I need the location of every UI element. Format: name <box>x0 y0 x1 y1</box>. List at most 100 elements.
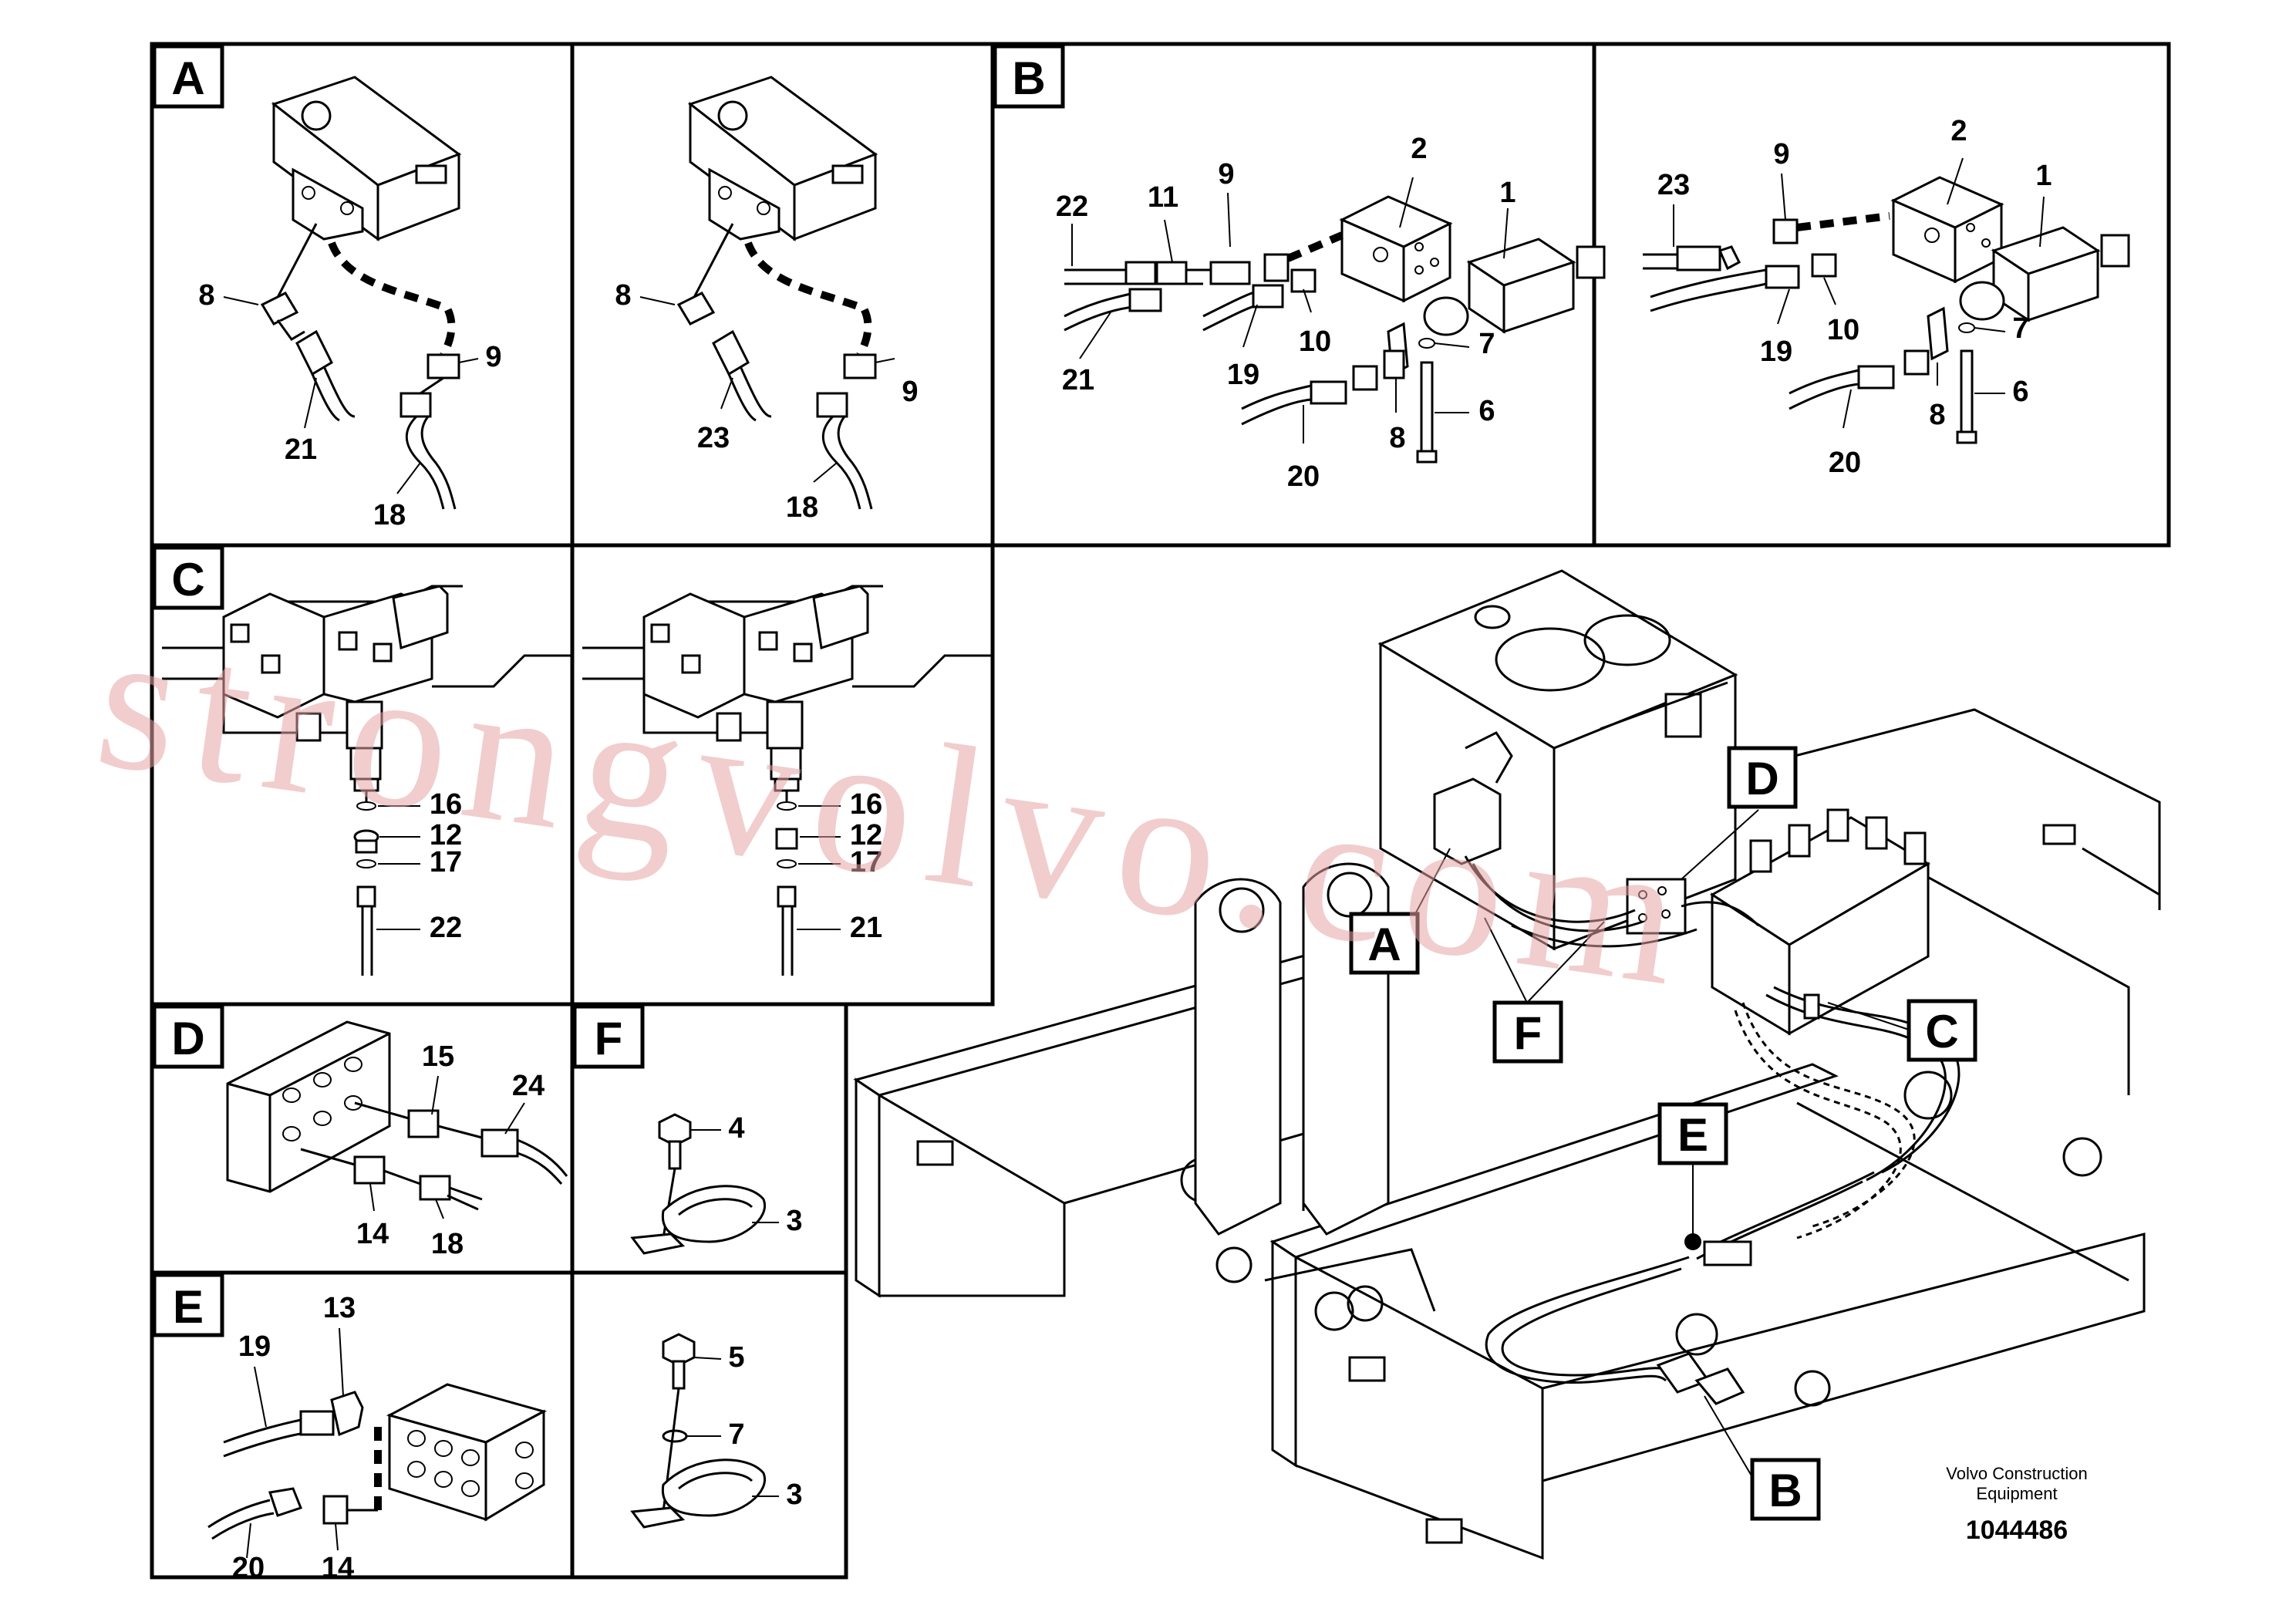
svg-text:E: E <box>173 1281 204 1333</box>
svg-text:16: 16 <box>850 788 882 821</box>
svg-text:9: 9 <box>1773 138 1789 170</box>
svg-text:8: 8 <box>1389 422 1405 454</box>
svg-text:8: 8 <box>615 279 631 312</box>
sensor-stack <box>346 700 383 976</box>
svg-text:10: 10 <box>1827 314 1859 346</box>
svg-text:17: 17 <box>430 846 462 878</box>
svg-text:21: 21 <box>1062 364 1094 396</box>
svg-text:4: 4 <box>728 1112 744 1145</box>
svg-text:6: 6 <box>2012 376 2028 408</box>
machine-overview: D A F C E B <box>853 569 2161 1560</box>
svg-text:9: 9 <box>485 341 501 373</box>
svg-text:12: 12 <box>850 819 882 851</box>
svg-text:14: 14 <box>356 1218 389 1250</box>
svg-text:13: 13 <box>323 1292 356 1324</box>
svg-text:5: 5 <box>728 1341 744 1374</box>
screw-4 <box>658 1113 692 1170</box>
svg-text:23: 23 <box>697 422 730 454</box>
overview-tag-f: F <box>1484 917 1605 1064</box>
svg-text:22: 22 <box>430 912 462 944</box>
svg-text:14: 14 <box>322 1552 354 1584</box>
elbow-8-and-hose-20 <box>1241 322 1409 426</box>
overview-tag-e: E <box>1657 1102 1728 1250</box>
svg-text:22: 22 <box>1056 191 1088 223</box>
company-line-2: Equipment <box>1976 1484 2057 1503</box>
svg-text:20: 20 <box>1287 460 1320 493</box>
panel-c2: 16 12 17 21 <box>582 585 991 976</box>
svg-text:20: 20 <box>1829 447 1861 479</box>
panel-tag-d: D <box>152 1004 224 1069</box>
svg-text:1: 1 <box>1499 177 1515 209</box>
svg-text:21: 21 <box>850 912 882 944</box>
hose-21-end <box>295 329 356 422</box>
overview-tag-a: A <box>1349 848 1451 975</box>
svg-text:18: 18 <box>786 491 818 524</box>
svg-text:12: 12 <box>430 819 462 851</box>
svg-text:2: 2 <box>1950 115 1967 147</box>
overview-tag-b: B <box>1704 1395 1821 1521</box>
svg-text:9: 9 <box>902 376 918 408</box>
svg-text:24: 24 <box>512 1070 544 1102</box>
panel-tag-a: A <box>152 44 224 109</box>
panel-d: 15 24 14 18 <box>226 1020 568 1260</box>
svg-text:7: 7 <box>2012 312 2028 345</box>
panel-c1: 16 12 17 22 <box>162 585 571 976</box>
svg-text:3: 3 <box>786 1479 802 1511</box>
svg-text:C: C <box>171 554 204 605</box>
panel-tag-e: E <box>152 1273 224 1337</box>
company-line-1: Volvo Construction <box>1946 1464 2087 1483</box>
svg-text:9: 9 <box>1218 158 1234 191</box>
svg-text:7: 7 <box>1478 328 1495 360</box>
solenoid-1 <box>1423 238 1606 336</box>
frame-rails <box>853 708 2161 1560</box>
main-control-valve <box>1710 808 1930 1036</box>
panel-tag-b: B <box>993 44 1065 109</box>
pilot-valve-drawing <box>271 76 462 241</box>
panel-f2: 5 7 3 <box>630 1333 803 1529</box>
svg-text:15: 15 <box>422 1040 454 1073</box>
svg-text:18: 18 <box>431 1228 464 1260</box>
svg-text:A: A <box>171 52 204 104</box>
svg-text:1: 1 <box>2035 160 2052 192</box>
panel-b1: 2 1 22 11 9 21 19 10 7 6 8 20 <box>1056 133 1606 493</box>
panel-f1: 4 3 <box>630 1112 803 1255</box>
svg-text:B: B <box>1012 52 1045 104</box>
svg-text:19: 19 <box>1227 359 1259 391</box>
panel-tag-f: F <box>572 1004 645 1069</box>
svg-text:10: 10 <box>1299 325 1331 358</box>
svg-text:20: 20 <box>232 1552 265 1584</box>
bulkhead-plate <box>226 1020 391 1193</box>
pilot-valve-drawing <box>687 76 878 241</box>
distribution-block <box>386 1383 548 1522</box>
svg-text:19: 19 <box>238 1330 271 1363</box>
panel-e: 13 19 20 14 <box>207 1292 548 1584</box>
svg-text:F: F <box>595 1013 623 1064</box>
valve-block-2 <box>1339 195 1453 303</box>
panel-frames <box>150 42 2171 1580</box>
svg-text:F: F <box>1514 1007 1542 1059</box>
svg-text:23: 23 <box>1657 169 1690 201</box>
clamp-3 <box>630 1168 767 1255</box>
drawing-number: 1044486 <box>1966 1516 2068 1545</box>
svg-text:11: 11 <box>1148 181 1178 214</box>
svg-text:E: E <box>1677 1109 1708 1161</box>
svg-text:21: 21 <box>285 433 317 466</box>
fitting-9-and-hose-18 <box>400 353 460 510</box>
svg-text:17: 17 <box>850 846 882 878</box>
svg-text:8: 8 <box>1929 399 1945 431</box>
svg-text:C: C <box>1925 1006 1958 1057</box>
svg-text:D: D <box>1745 753 1778 804</box>
bolt-6-and-washer-7 <box>1416 338 1438 464</box>
panel-a1: 8 9 21 18 <box>198 76 502 531</box>
panel-b2: 2 1 23 9 19 10 7 6 8 20 <box>1643 115 2130 479</box>
overview-tag-c: C <box>1827 999 1977 1062</box>
svg-text:7: 7 <box>728 1418 744 1451</box>
panel-a2: 8 9 23 18 <box>615 76 919 524</box>
svg-text:6: 6 <box>1478 395 1495 427</box>
overview-tag-d: D <box>1681 746 1798 880</box>
svg-text:8: 8 <box>198 279 214 312</box>
svg-text:18: 18 <box>373 499 406 531</box>
svg-text:19: 19 <box>1760 336 1792 368</box>
